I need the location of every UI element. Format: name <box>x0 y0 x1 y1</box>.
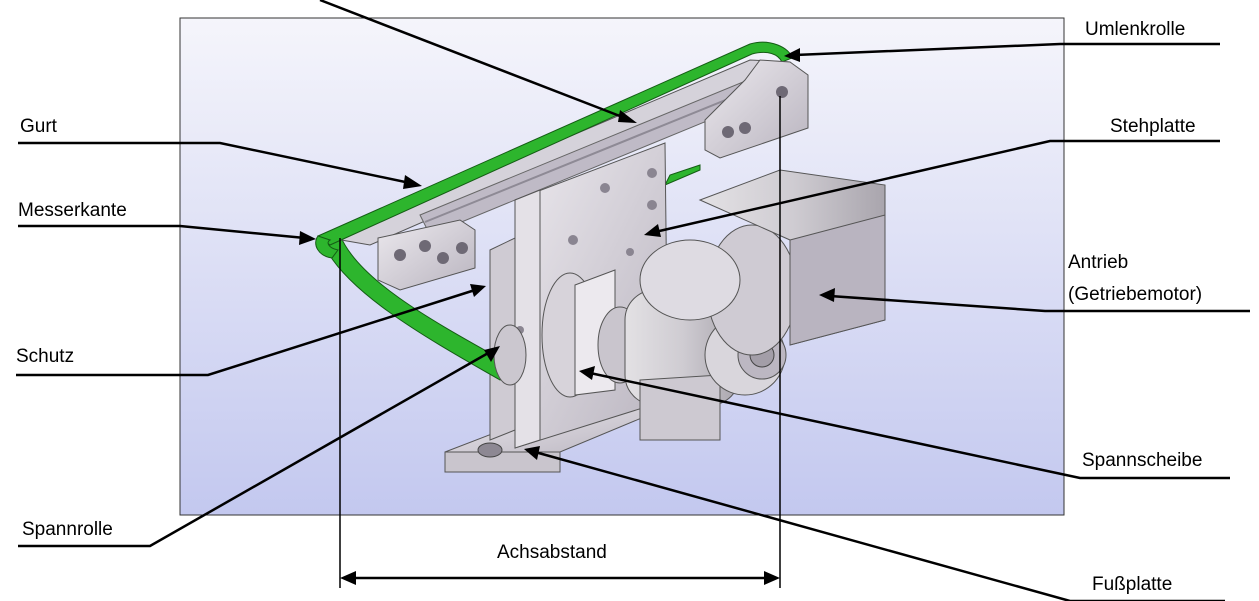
label-fussplatte: Fußplatte <box>1092 574 1172 595</box>
conveyor-model <box>315 41 886 473</box>
leader-lines <box>16 0 1250 601</box>
tension-roller <box>493 324 527 386</box>
label-gurt: Gurt <box>20 116 58 137</box>
label-spannscheibe: Spannscheibe <box>1082 450 1202 471</box>
label-stehplatte: Stehplatte <box>1110 116 1196 137</box>
label-schutz: Schutz <box>16 346 74 367</box>
label-umlenkrolle: Umlenkrolle <box>1085 19 1185 40</box>
left-end-plate <box>377 219 476 291</box>
label-getriebemotor: (Getriebemotor) <box>1068 284 1202 305</box>
label-messerkante: Messerkante <box>18 200 127 221</box>
label-spannrolle: Spannrolle <box>22 519 113 540</box>
label-achsabstand: Achsabstand <box>497 542 607 563</box>
label-antrieb: Antrieb <box>1068 252 1128 273</box>
